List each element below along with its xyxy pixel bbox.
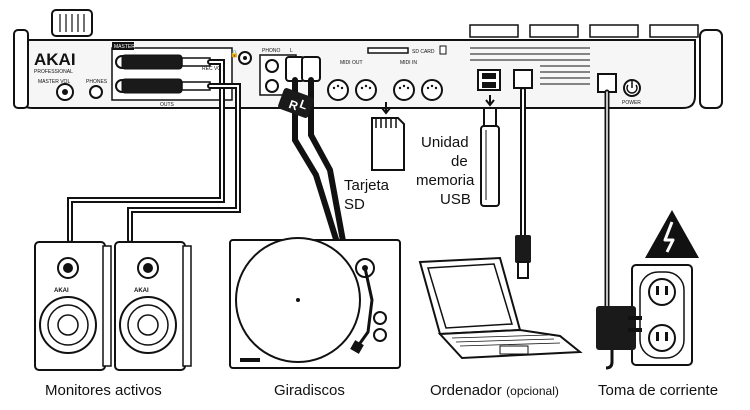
laptop	[418, 256, 583, 360]
computer-caption: Ordenador (opcional)	[430, 382, 559, 400]
master-out-plug-a	[121, 54, 183, 70]
outs-label: OUTS	[160, 102, 175, 108]
outlet-caption: Toma de corriente	[598, 382, 719, 399]
vent-grill	[470, 47, 590, 85]
power-label: POWER	[622, 100, 641, 106]
speakers-caption: Monitores activos	[45, 382, 162, 399]
sd-card-caption-line2: SD	[344, 196, 365, 213]
power-adapter	[596, 306, 642, 370]
sd-card-caption-line1: Tarjeta	[344, 177, 390, 194]
wall-outlet	[631, 264, 693, 366]
master-vol-label: MASTER VOL	[38, 79, 70, 85]
usb-caption-line4: USB	[440, 191, 471, 208]
sd-card-panel-label: SD CARD	[412, 49, 435, 55]
midi-in-label: MIDI IN	[400, 60, 417, 66]
midi-out-label: MIDI OUT	[340, 60, 363, 66]
turntable	[229, 237, 401, 369]
phones-label: PHONES	[86, 79, 108, 85]
svg-text:AKAI: AKAI	[134, 288, 149, 294]
master-label: MASTER	[114, 44, 135, 50]
usb-drive-icon	[480, 95, 500, 207]
computer-caption-main: Ordenador	[430, 382, 502, 399]
power-inlet[interactable]	[597, 73, 617, 93]
device-rear-panel: AKAI PROFESSIONAL MASTER VOL PHONES MAST…	[13, 9, 723, 109]
usb-b-port[interactable]	[513, 69, 533, 89]
midi-in-2-port[interactable]	[421, 79, 443, 101]
sd-card-slot[interactable]	[367, 47, 409, 54]
tonearm	[356, 267, 374, 347]
speaker-left: AKAI	[34, 241, 112, 371]
turntable-caption: Giradiscos	[274, 382, 345, 399]
master-out-plug-b	[121, 78, 183, 94]
svg-text:L: L	[298, 97, 310, 113]
sd-card-icon	[371, 102, 405, 171]
usb-caption-line3: memoria	[416, 172, 475, 189]
computer-caption-note: (opcional)	[506, 384, 559, 398]
brand-logo: AKAI	[34, 50, 76, 69]
rec-vol-label: REC VOL	[202, 66, 224, 72]
high-voltage-warning-icon	[645, 210, 699, 258]
usb-caption-line1: Unidad	[421, 134, 469, 151]
svg-text:AKAI: AKAI	[54, 288, 69, 294]
speaker-right: AKAI	[114, 241, 192, 371]
usb-caption-line2: de	[451, 153, 468, 170]
midi-in-1-port[interactable]	[393, 79, 415, 101]
brand-sub: PROFESSIONAL	[34, 69, 73, 75]
active-monitors: AKAI AKAI	[34, 241, 192, 371]
midi-out-a-port[interactable]	[327, 79, 349, 101]
phones-jack[interactable]	[89, 85, 103, 99]
phono-label: PHONO	[262, 48, 280, 54]
svg-text:🔒: 🔒	[230, 50, 239, 58]
midi-out-b-port[interactable]	[355, 79, 377, 101]
phono-l-label: L	[290, 48, 293, 54]
